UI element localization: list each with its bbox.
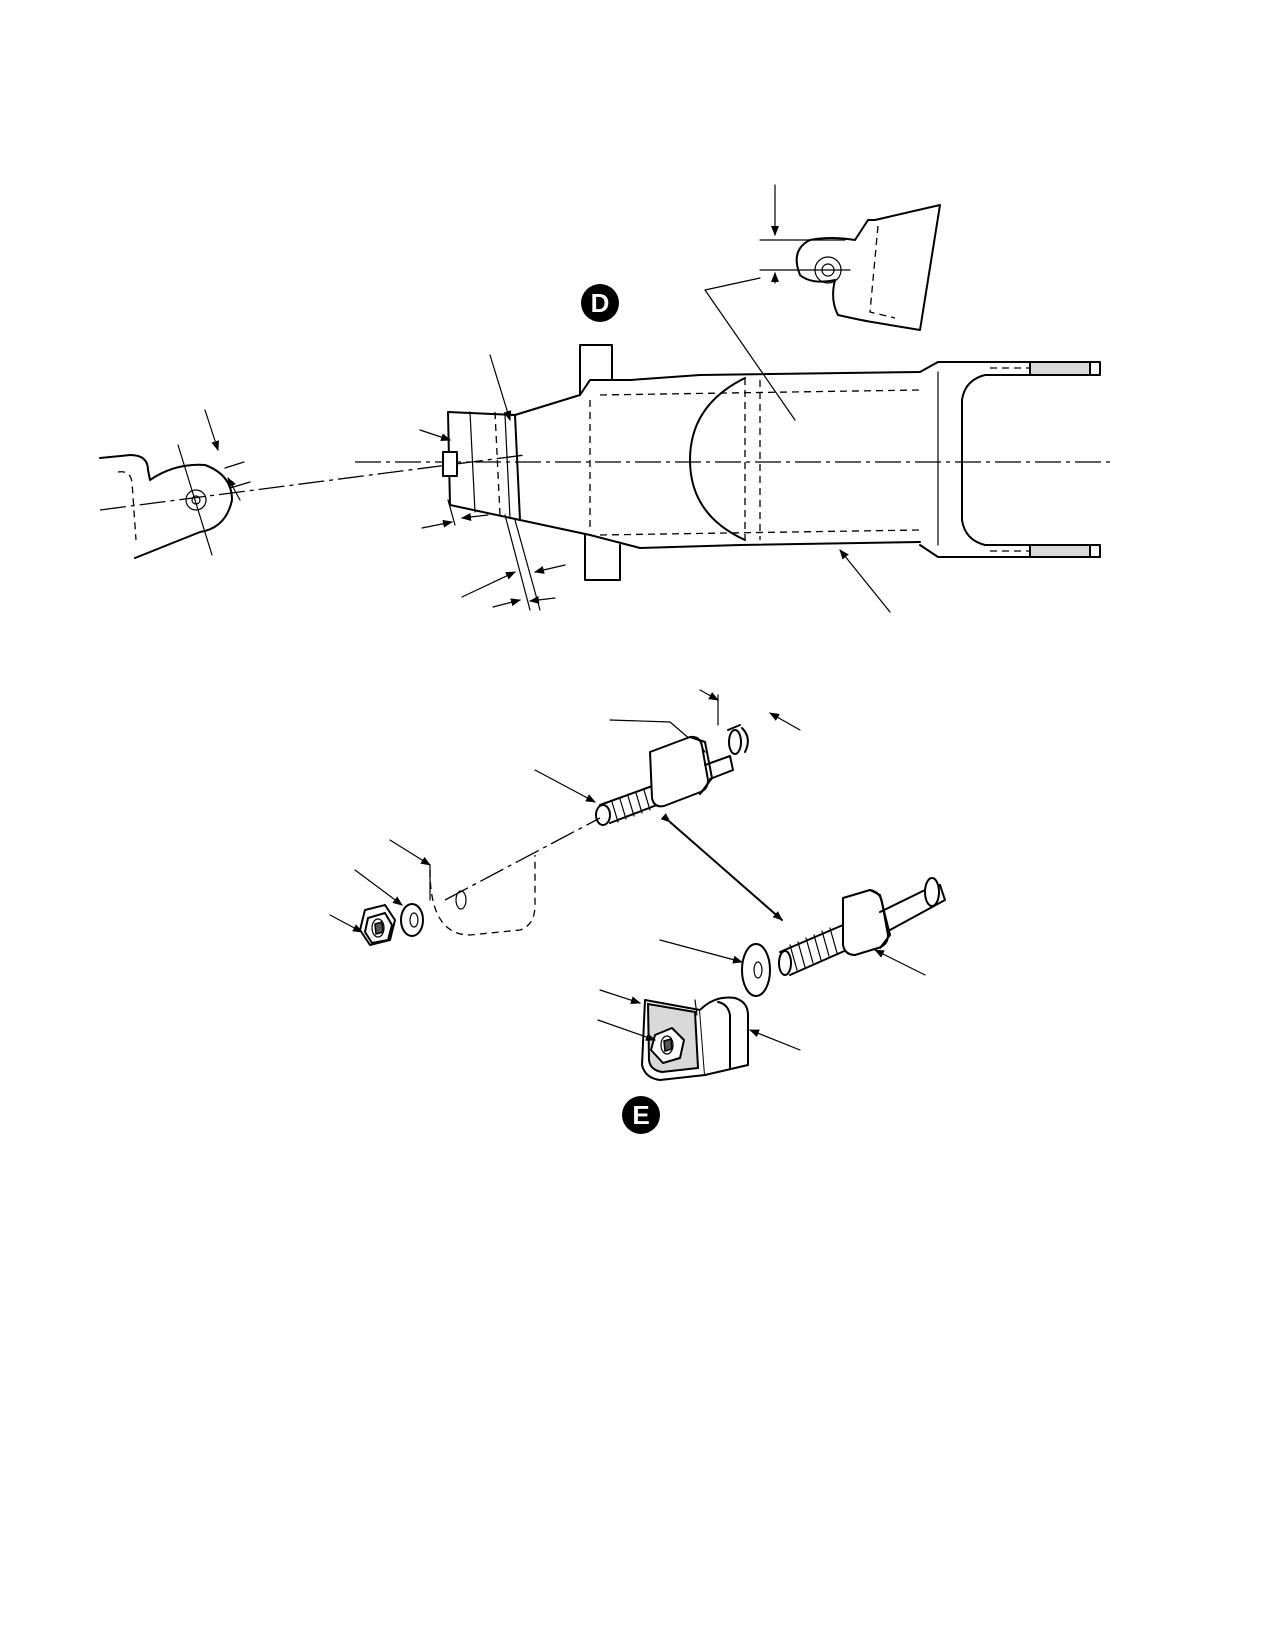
large-flat-washer [741, 943, 771, 997]
left-clevis-bracket [99, 444, 251, 559]
leader-line [599, 989, 641, 1005]
mounting-block [641, 996, 749, 1081]
lower-pivot-bolt [778, 877, 946, 976]
leader-line [529, 595, 556, 604]
view-e-hardware-exploded: E [329, 689, 946, 1134]
leader-line [461, 571, 516, 598]
leader-line [749, 1029, 801, 1051]
leader-line [839, 549, 891, 613]
leader-line [597, 1019, 656, 1041]
leader-line [204, 409, 220, 451]
callout-d-label: D [591, 288, 610, 318]
gear-housing [442, 344, 1101, 611]
left-washer [400, 903, 424, 937]
callout-e-label: E [632, 1100, 649, 1130]
leader-line [354, 869, 403, 906]
leader-line [874, 949, 926, 976]
callout-d-badge: D [581, 284, 619, 322]
leader-line [389, 839, 431, 866]
leader-line [769, 712, 801, 731]
left-hex-nut [359, 904, 396, 946]
leader-line [659, 939, 743, 964]
leader-line [421, 519, 453, 529]
leader-line [534, 564, 566, 574]
phantom-bracket [429, 855, 536, 936]
upper-pivot-bolt [595, 724, 749, 826]
leader-line [461, 512, 489, 521]
double-arrow [660, 813, 783, 921]
leader-line [699, 689, 719, 701]
detail-inset-lug [704, 184, 941, 421]
leader-line [489, 354, 512, 421]
view-d-housing-assembly: D [99, 184, 1110, 613]
leader-line [419, 429, 451, 441]
leader-line [329, 914, 363, 933]
leader-line [609, 719, 671, 723]
leader-line [534, 769, 596, 803]
leader-line [492, 598, 521, 608]
callout-e-badge: E [622, 1096, 660, 1134]
leader-line [227, 477, 241, 501]
